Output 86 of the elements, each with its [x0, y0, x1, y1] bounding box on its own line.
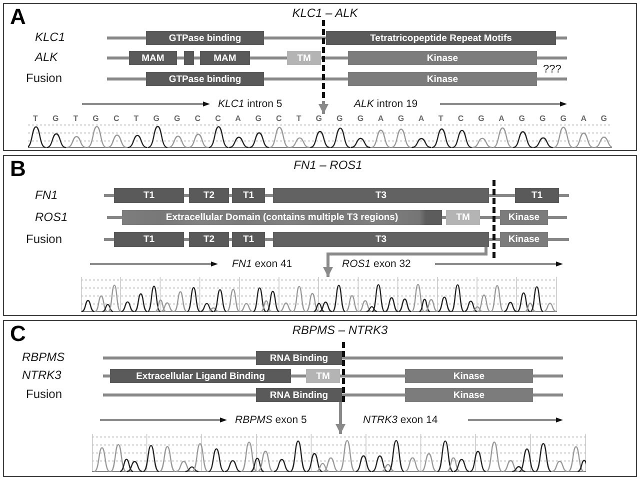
fusion-row-label: Fusion — [26, 72, 62, 86]
protein-domain-box — [122, 210, 442, 225]
domain-label: Tetratricopeptide Repeat Motifs — [370, 32, 512, 44]
panel-title: FN1 – ROS1 — [294, 159, 362, 173]
protein-domain-box — [446, 210, 480, 225]
domain-label: T3 — [375, 234, 387, 245]
domain-label: Kinase — [508, 234, 540, 245]
domain-label: GTPase binding — [168, 32, 242, 44]
domain-label: T1 — [143, 190, 155, 201]
protein-domain-box — [146, 31, 264, 45]
domain-label: Extracellular Domain (contains multiple T3 regions) — [166, 212, 398, 223]
breakpoint-region-label: ROS1 exon 32 — [342, 258, 411, 270]
panel-frame — [3, 320, 637, 477]
protein-domain-box — [110, 369, 291, 383]
gene-name-label: RBPMS — [22, 351, 65, 365]
domain-label: Extracellular Ligand Binding — [136, 370, 265, 382]
panel-frame — [3, 155, 637, 316]
protein-domain-box — [405, 369, 533, 383]
domain-label: T1 — [242, 234, 254, 245]
protein-domain-box — [232, 232, 265, 247]
domain-label: MAM — [214, 52, 236, 64]
fusion-row-label: Fusion — [26, 388, 62, 402]
domain-label: Kinase — [453, 370, 485, 382]
protein-domain-box — [184, 51, 194, 65]
panel-letter: A — [10, 6, 26, 28]
protein-domain-box — [232, 188, 265, 203]
domain-label: T1 — [531, 190, 543, 201]
protein-domain-box — [256, 351, 342, 365]
breakpoint-arrow — [323, 247, 488, 277]
domain-label: T2 — [203, 190, 215, 201]
protein-domain-box — [146, 72, 264, 86]
question-marks-label: ??? — [543, 64, 562, 76]
protein-domain-box — [129, 51, 177, 65]
protein-domain-box — [500, 210, 548, 225]
domain-label: T3 — [375, 190, 387, 201]
domain-label: TM — [456, 212, 470, 223]
domain-label: TM — [297, 52, 311, 64]
breakpoint-region-label: KLC1 intron 5 — [218, 98, 282, 110]
breakpoint-arrow — [336, 402, 346, 434]
protein-domain-box — [326, 31, 556, 45]
panel-title: RBPMS – NTRK3 — [292, 324, 388, 338]
domain-label: Kinase — [426, 74, 458, 84]
domain-label: MAM — [142, 52, 164, 64]
breakpoint-region-label: FN1 exon 41 — [232, 258, 292, 270]
panel-letter: C — [10, 323, 26, 345]
breakpoint-region-label: NTRK3 exon 14 — [363, 414, 438, 426]
domain-label: RNA Binding — [270, 390, 328, 400]
breakpoint-region-label: RBPMS exon 5 — [235, 414, 307, 426]
protein-domain-box — [200, 51, 250, 65]
domain-label: T1 — [242, 190, 254, 201]
panel-title: KLC1 – ALK — [292, 7, 358, 21]
protein-domain-box — [114, 232, 184, 247]
domain-label: TM — [316, 370, 330, 382]
domain-label: RNA Binding — [270, 352, 328, 364]
domain-label: T2 — [203, 234, 215, 245]
protein-domain-box — [273, 188, 489, 203]
gene-name-label: ROS1 — [35, 210, 68, 224]
gene-name-label: FN1 — [35, 188, 58, 202]
fusion-row-label: Fusion — [26, 232, 62, 246]
chromatogram-drawing — [81, 277, 557, 313]
domain-label: Kinase — [508, 212, 540, 223]
gene-name-label: KLC1 — [35, 31, 66, 45]
domain-label: Kinase — [426, 52, 458, 64]
panel-letter: B — [10, 158, 26, 180]
gene-name-label: NTRK3 — [22, 369, 62, 383]
gene-name-label: ALK — [35, 51, 58, 65]
protein-domain-box — [273, 232, 489, 247]
breakpoint-region-label: ALK intron 19 — [354, 98, 418, 110]
chromatogram-drawing — [92, 434, 586, 473]
domain-label: GTPase binding — [168, 74, 242, 84]
breakpoint-arrow — [318, 101, 328, 114]
protein-domain-box — [256, 388, 342, 402]
protein-domain-box — [500, 232, 548, 247]
protein-domain-box — [114, 188, 184, 203]
protein-domain-box — [515, 188, 559, 203]
protein-domain-box — [306, 369, 340, 383]
protein-domain-box — [189, 188, 229, 203]
protein-domain-box — [405, 388, 533, 402]
domain-label: T1 — [143, 234, 155, 245]
panel-frame — [3, 3, 637, 151]
domain-label: Kinase — [453, 390, 485, 400]
base-sequence: T G T G C T G G C C A G C T G G G A G A T C G A G G G A G — [33, 114, 607, 124]
protein-domain-box — [348, 51, 537, 65]
protein-domain-box — [189, 232, 229, 247]
protein-domain-box — [348, 72, 537, 86]
protein-domain-box — [287, 51, 321, 65]
